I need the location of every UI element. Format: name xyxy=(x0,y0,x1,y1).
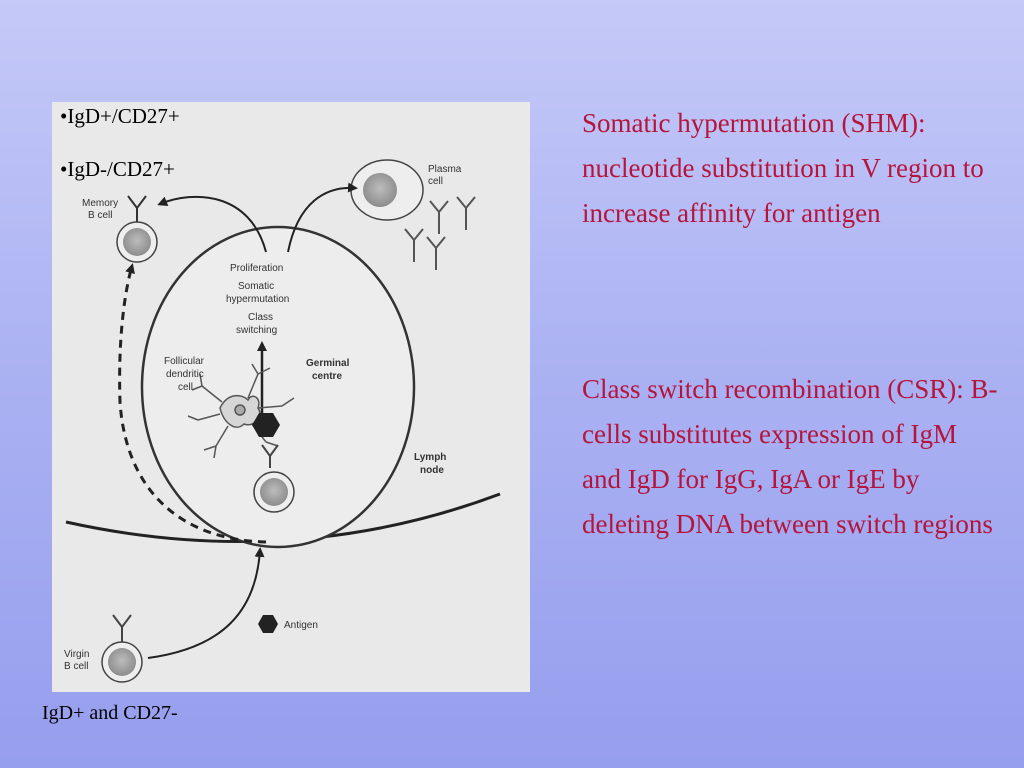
plasma-label-1: Plasma xyxy=(428,164,462,175)
label-switching: switching xyxy=(236,325,277,336)
csr-description: Class switch recombination (CSR): B-cell… xyxy=(582,374,998,539)
germinal-label-2: centre xyxy=(312,371,342,382)
bullet-igd-cd27-positive: •IgD+/CD27+ xyxy=(60,104,180,128)
virgin-label-2: B cell xyxy=(64,661,88,672)
follicular-label-1: Follicular xyxy=(164,356,205,367)
bullet-igd-negative-cd27-positive: •IgD-/CD27+ xyxy=(60,157,175,181)
plasma-cell xyxy=(350,159,424,221)
virgin-b-cell xyxy=(101,614,143,683)
plasma-label-2: cell xyxy=(428,176,443,187)
lymph-label-2: node xyxy=(420,465,444,476)
diagram-caption: IgD+ and CD27- xyxy=(42,702,178,724)
memory-label-1: Memory xyxy=(82,198,118,209)
lymph-label-1: Lymph xyxy=(414,452,446,463)
label-proliferation: Proliferation xyxy=(230,263,283,274)
label-somatic: Somatic xyxy=(238,281,274,292)
shm-description: Somatic hypermutation (SHM): nucleotide … xyxy=(582,108,984,228)
antibodies xyxy=(404,196,476,270)
antigen-label: Antigen xyxy=(284,620,318,631)
memory-b-cell xyxy=(116,195,158,263)
follicular-dendritic-cell xyxy=(187,363,295,459)
arrow-virgin-to-node xyxy=(147,547,265,659)
antigen-hexagon-centre xyxy=(252,413,280,437)
dashed-recirculation-path xyxy=(118,263,267,544)
arrow-to-memory xyxy=(157,195,267,253)
germinal-centre-diagram: Memory B cell Plasma cell Proliferation … xyxy=(52,102,530,692)
label-hypermutation: hypermutation xyxy=(226,294,289,305)
antigen-legend-hexagon xyxy=(258,615,278,633)
germinal-b-cell xyxy=(253,444,295,513)
germinal-centre-ellipse xyxy=(140,225,416,549)
follicular-label-2: dendritic xyxy=(166,369,204,380)
label-class: Class xyxy=(248,312,273,323)
follicular-label-3: cell xyxy=(178,382,193,393)
arrow-to-plasma xyxy=(287,182,358,253)
memory-label-2: B cell xyxy=(88,210,112,221)
virgin-label-1: Virgin xyxy=(64,649,89,660)
germinal-label-1: Germinal xyxy=(306,358,350,369)
diagram-canvas: Memory B cell Plasma cell Proliferation … xyxy=(64,159,501,683)
